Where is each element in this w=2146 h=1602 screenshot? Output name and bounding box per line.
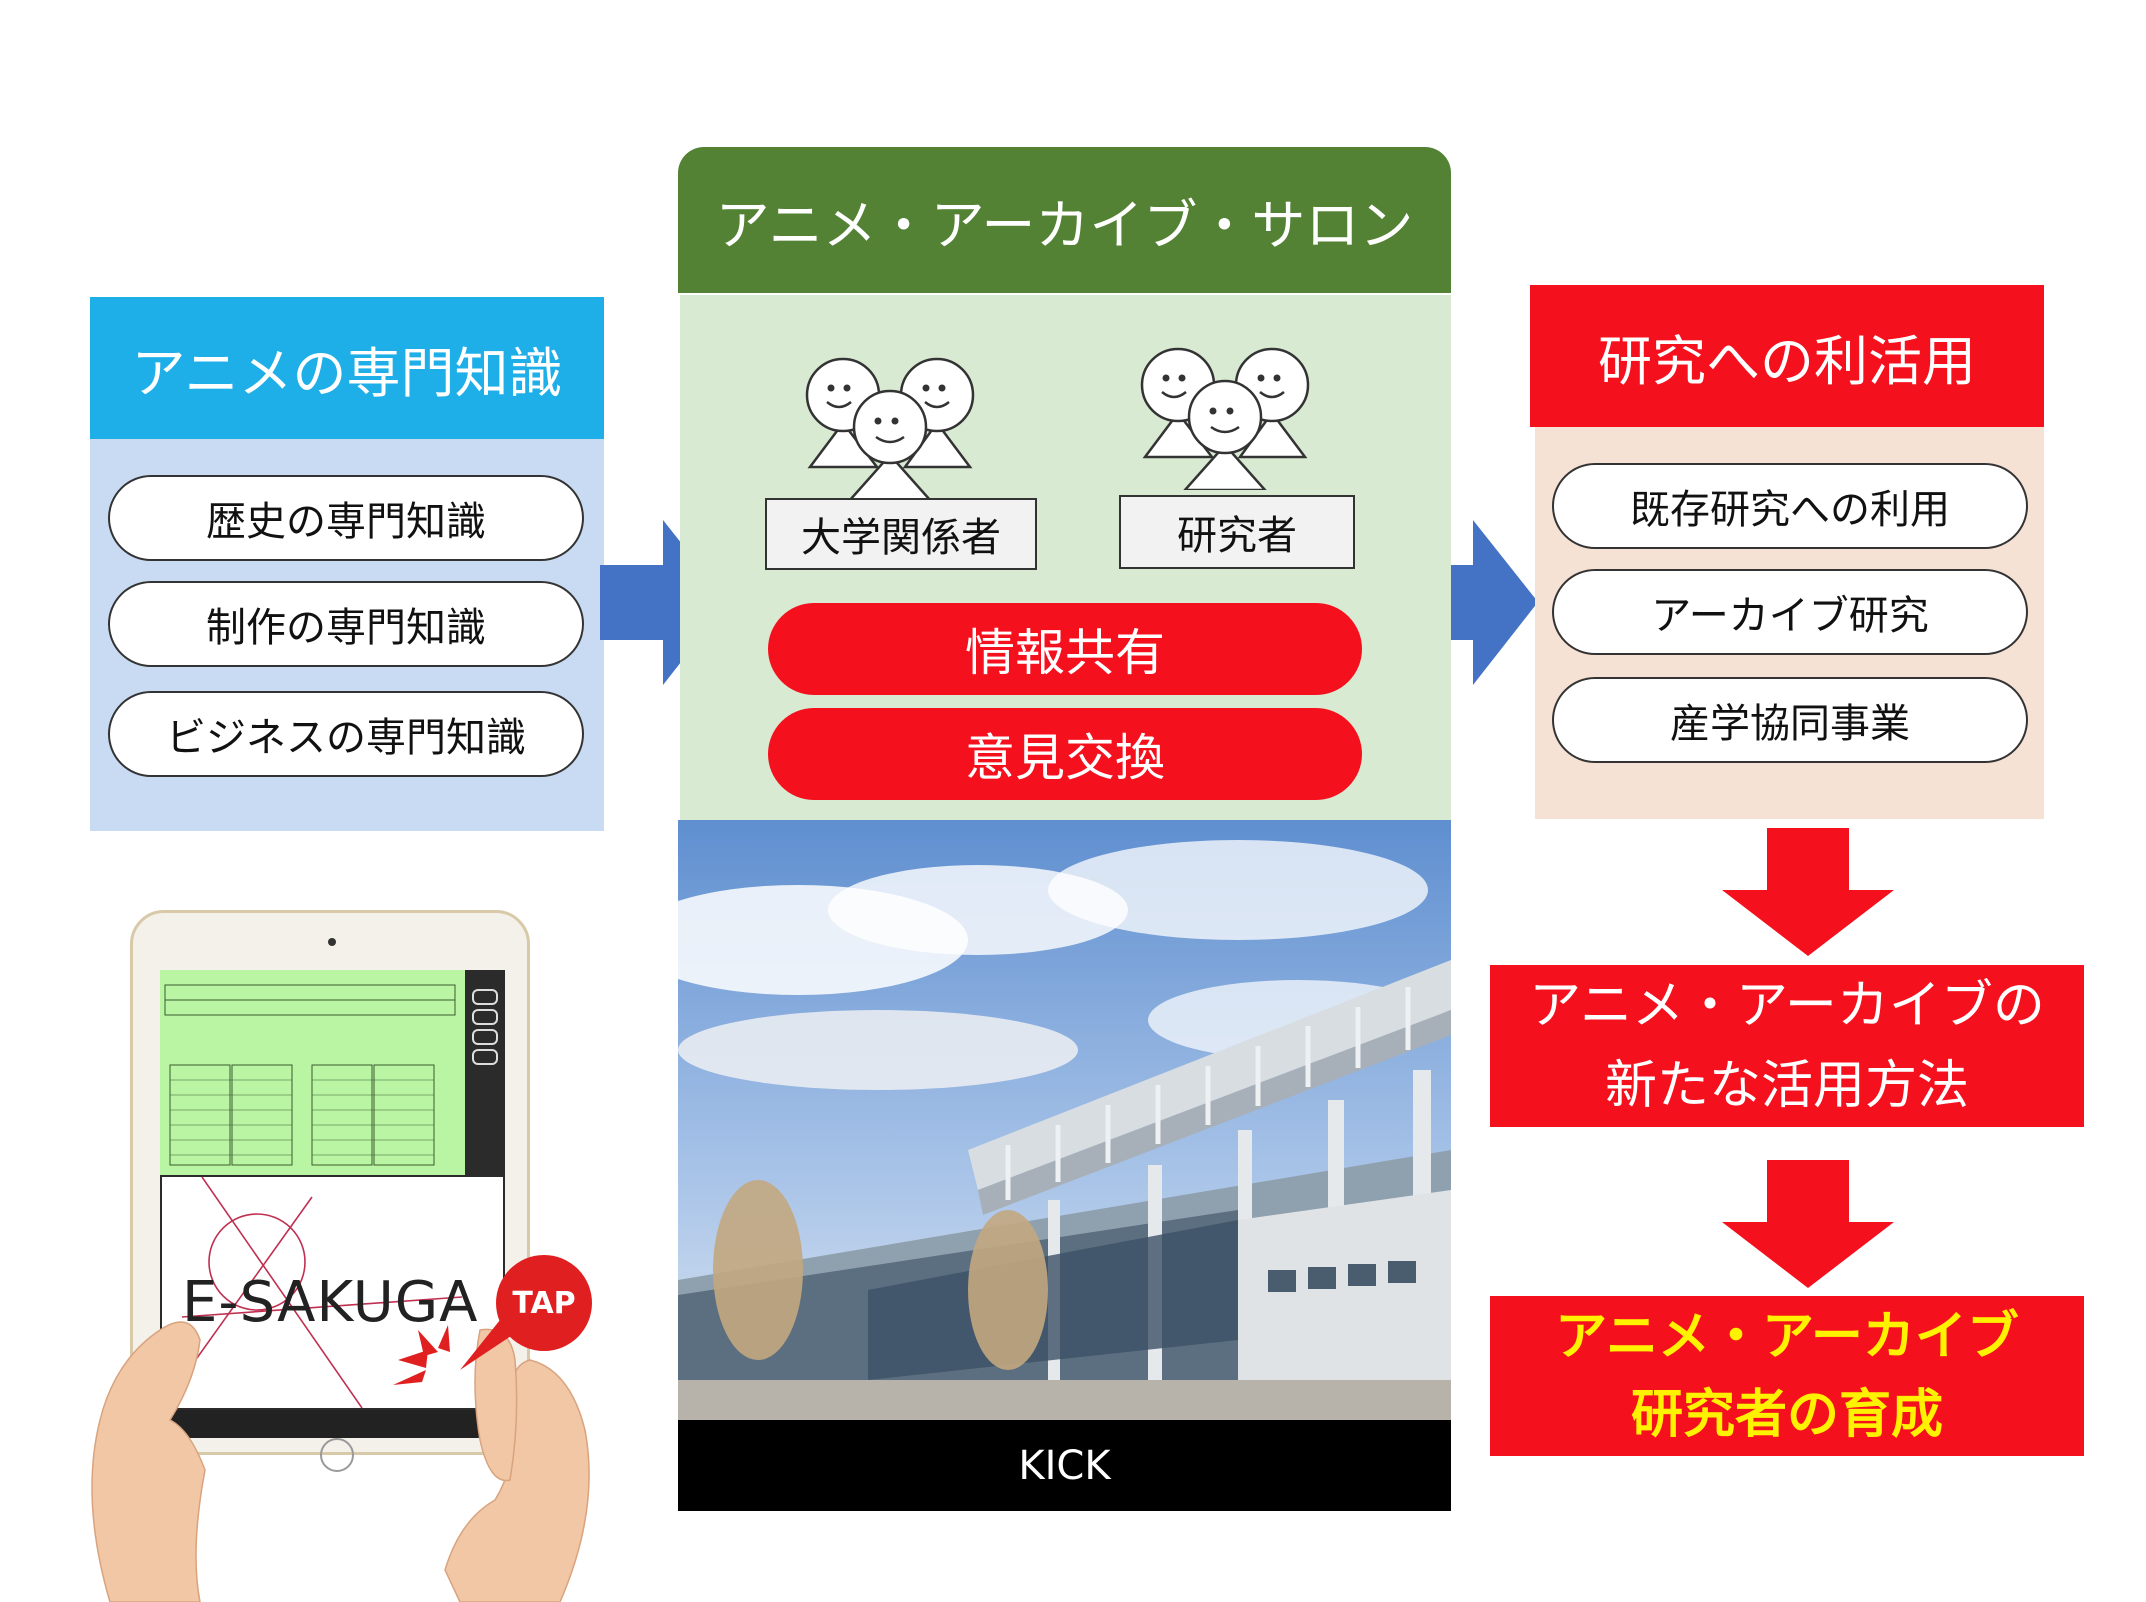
arrow-right-icon [600,520,728,685]
arrow-down-icon [1722,1160,1894,1288]
people-group-icon [805,357,975,500]
new-usage-result: アニメ・アーカイブの 新たな活用方法 [1490,965,2084,1127]
result-line: 新たな活用方法 [1604,1056,1969,1116]
kick-building-photo [678,820,1451,1420]
badge-tail-icon [460,1320,520,1370]
hands-illustration [91,1321,590,1602]
research-use-panel: 既存研究への利用 アーカイブ研究 産学協同事業 [1535,427,2044,819]
result-line: アニメ・アーカイブ [1555,1307,2019,1367]
university-staff-label: 大学関係者 [765,498,1037,570]
tool-sidebar [465,970,505,1175]
result-line: 研究者の育成 [1630,1385,1943,1445]
home-button [320,1438,354,1472]
info-sharing-pill: 情報共有 [768,603,1362,695]
e-sakuga-logo: E-SAKUGA [182,1270,479,1335]
industry-academia-pill: 産学協同事業 [1552,677,2028,763]
screen-toolbar [160,1410,505,1438]
burst-icon [393,1325,450,1385]
salon-panel: 大学関係者 研究者 情報共有 意見交換 [680,295,1451,820]
expertise-header: アニメの専門知識 [90,297,604,439]
arrow-down-icon [1722,828,1894,956]
archive-research-pill: アーカイブ研究 [1552,569,2028,655]
drawing-canvas [160,1175,505,1410]
result-line: アニメ・アーカイブの [1529,976,2045,1036]
people-group-icon [1140,347,1310,490]
history-knowledge-pill: 歴史の専門知識 [108,475,584,561]
camera-icon [328,938,336,946]
arrow-right-icon [1410,520,1538,685]
production-knowledge-pill: 制作の専門知識 [108,581,584,667]
opinion-exchange-pill: 意見交換 [768,708,1362,800]
photo-caption: KICK [678,1420,1451,1511]
research-use-header: 研究への利活用 [1530,285,2044,427]
timesheet-screen [160,970,465,1175]
researcher-training-result: アニメ・アーカイブ 研究者の育成 [1490,1296,2084,1456]
business-knowledge-pill: ビジネスの専門知識 [108,691,584,777]
existing-research-pill: 既存研究への利用 [1552,463,2028,549]
researcher-label: 研究者 [1119,495,1355,569]
salon-header: アニメ・アーカイブ・サロン [678,147,1451,293]
expertise-panel: 歴史の専門知識 制作の専門知識 ビジネスの専門知識 [90,439,604,831]
